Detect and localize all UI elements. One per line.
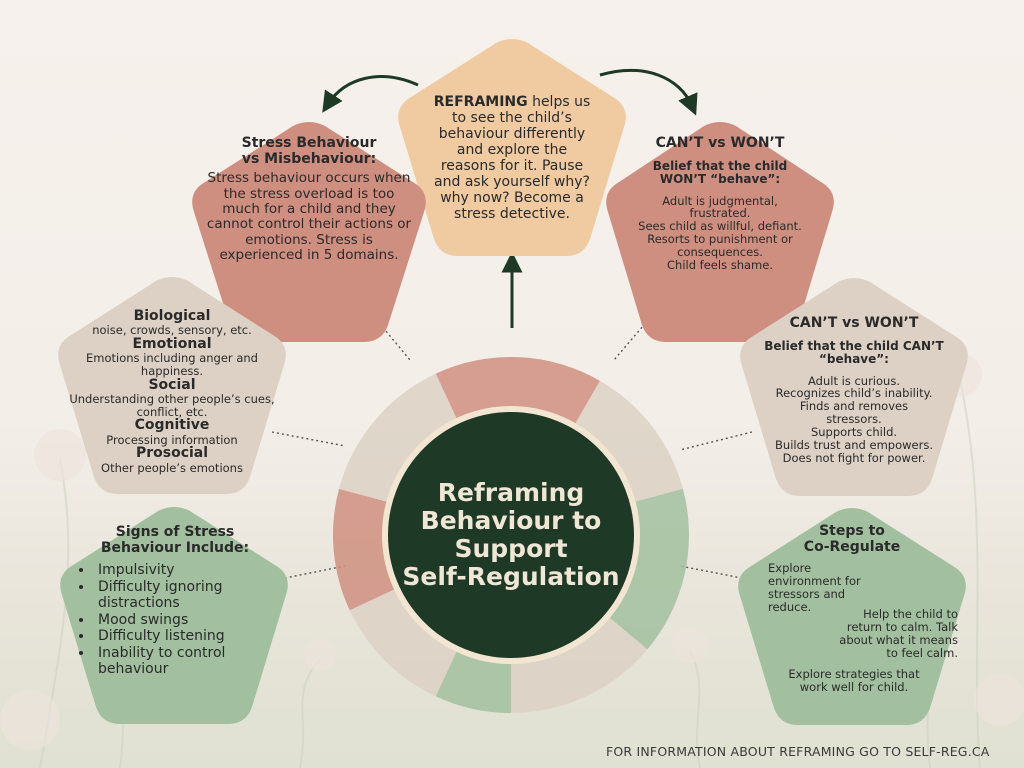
domain-desc: Other people’s emotions [101, 460, 243, 475]
cant-wont-1-line: Sees child as willful, defiant. [638, 219, 802, 234]
domain-name: Emotional [132, 336, 212, 353]
cant-wont-1-subtitle-line1: Belief that the child [652, 158, 788, 173]
cant-wont-1-line: Child feels shame. [667, 257, 773, 272]
stress-vs-misbehaviour-box: Stress Behaviour vs Misbehaviour: Stress… [186, 120, 432, 348]
cant-wont-2-line: Adult is curious. [808, 373, 900, 388]
center-title-line: Self-Regulation [402, 562, 620, 592]
ring-segment-sage [435, 651, 511, 713]
ring-segment-rose [333, 488, 395, 611]
center-title-line: Support [454, 534, 568, 563]
cant-wont-pentagon-rose [606, 122, 834, 342]
cant-wont-2-list: Adult is curious. Recognizes child’s ina… [750, 373, 958, 465]
dotted-connector [274, 565, 346, 581]
cant-wont-1-line: Adult is judgmental, [662, 193, 778, 208]
stress-domains-box: Biological noise, crowds, sensory, etc. … [52, 275, 292, 500]
signs-list: Impulsivity Difficulty ignoring distract… [70, 562, 280, 678]
co-regulate-step3: Explore strategies that work well for ch… [788, 667, 920, 694]
reframing-box: REFRAMING helps us to see the child’s be… [392, 37, 632, 262]
ring-segment-sage [609, 488, 689, 650]
cant-wont-2-title: CAN’T vs WON’T [789, 315, 919, 331]
cant-wont-1-line: Resorts to punishment or [647, 232, 793, 247]
reframing-pentagon [398, 39, 626, 256]
stress-body: Stress behaviour occurs when the stress … [206, 170, 412, 264]
reframing-body: helps us to see the child’s behaviour di… [434, 94, 591, 222]
signs-pentagon [60, 507, 288, 724]
cant-wont-2-line: Builds trust and empowers. [775, 437, 933, 452]
co-regulate-step2: Help the child to return to calm. Talk a… [839, 607, 958, 660]
signs-title-line1: Signs of Stress [115, 524, 235, 540]
co-regulate-box: Steps to Co-Regulate Explore environment… [732, 506, 972, 731]
cant-wont-pentagon-beige [740, 278, 968, 496]
domain-desc: Processing information [106, 432, 238, 447]
list-item: Impulsivity [94, 562, 280, 579]
cant-wont-1-line: consequences. [677, 245, 763, 260]
cant-wont-1-list: Adult is judgmental, frustrated. Sees ch… [620, 193, 820, 272]
list-item: Inability to control behaviour [94, 645, 280, 678]
cant-vs-wont-can-box: CAN’T vs WON’T Belief that the child CAN… [734, 276, 974, 502]
cant-wont-2-subtitle-line2: “behave”: [819, 352, 889, 367]
cant-wont-2-line: stressors. [826, 412, 882, 427]
ring-segment-beige [575, 380, 683, 502]
co-regulate-title-line1: Steps to [819, 523, 885, 539]
center-title-line: Behaviour to [420, 505, 602, 535]
list-item: Mood swings [94, 612, 280, 629]
cant-wont-1-title: CAN’T vs WON’T [655, 135, 785, 151]
domains-pentagon [58, 277, 286, 494]
arrow-right-curve [599, 68, 698, 116]
footer-text: FOR INFORMATION ABOUT REFRAMING GO TO SE… [606, 744, 990, 759]
ring-segment-beige [349, 589, 457, 697]
domain-desc: noise, crowds, sensory, etc. [92, 323, 252, 338]
arrow-left-curve [322, 75, 419, 113]
dotted-connector [679, 431, 753, 451]
domain-name: Social [148, 376, 196, 393]
list-item: Difficulty listening [94, 628, 280, 645]
ring-segment-beige [511, 617, 648, 713]
domain-name: Biological [133, 308, 211, 324]
cant-wont-2-line: Finds and removes [799, 399, 909, 414]
signs-title-line2: Behaviour Include: [100, 539, 250, 556]
cant-wont-2-subtitle-line1: Belief that the child CAN’T [764, 338, 944, 353]
dotted-connector [679, 565, 753, 581]
domain-name: Cognitive [134, 417, 210, 434]
signs-of-stress-box: Signs of Stress Behaviour Include: Impul… [54, 505, 294, 730]
stress-title-line1: Stress Behaviour [241, 135, 377, 151]
ring-segment-rose [435, 356, 600, 425]
center-circle [382, 406, 640, 664]
center-title-line: Reframing [437, 477, 585, 507]
cant-wont-2-line: Does not fight for power. [782, 450, 926, 465]
stress-pentagon [192, 122, 426, 342]
cant-wont-1-subtitle-line2: WON’T “behave”: [659, 172, 781, 187]
co-regulate-step1: Explore environment for stressors and re… [768, 561, 861, 614]
domain-name: Prosocial [135, 445, 209, 462]
cant-wont-1-line: frustrated. [689, 206, 751, 221]
co-regulate-title-line2: Co-Regulate [803, 538, 901, 555]
list-item: Difficulty ignoring distractions [94, 579, 280, 612]
center-title: Reframing Behaviour to Support Self-Regu… [386, 410, 636, 660]
reframing-keyword: REFRAMING [433, 94, 528, 110]
domain-desc: Understanding other people’s cues, confl… [69, 392, 275, 419]
cant-vs-wont-won-box: CAN’T vs WON’T Belief that the child WON… [600, 120, 840, 348]
domain-desc: Emotions including anger and happiness. [86, 351, 258, 379]
co-regulate-pentagon [738, 508, 966, 725]
stress-title-line2: vs Misbehaviour: [241, 150, 377, 167]
ring-segment-beige [339, 373, 457, 502]
cant-wont-2-line: Recognizes child’s inability. [775, 386, 933, 401]
dotted-connector [271, 431, 346, 447]
reframing-text: REFRAMING helps us to see the child’s be… [428, 94, 596, 223]
cant-wont-2-line: Supports child. [810, 425, 898, 440]
